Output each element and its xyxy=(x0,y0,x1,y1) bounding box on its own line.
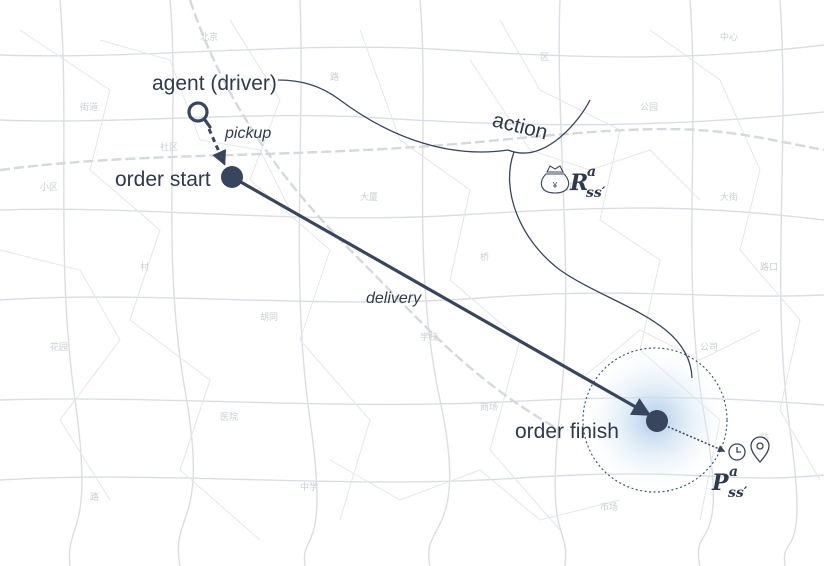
svg-text:中学: 中学 xyxy=(300,481,318,492)
reward-symbol-sup: a xyxy=(587,164,596,180)
location-pin-icon xyxy=(750,436,770,463)
svg-text:街道: 街道 xyxy=(80,101,98,112)
delivery-arrow xyxy=(231,175,652,416)
svg-text:学校: 学校 xyxy=(420,331,438,342)
svg-text:区: 区 xyxy=(540,52,549,62)
svg-text:社区: 社区 xyxy=(160,141,178,152)
clock-icon xyxy=(728,443,746,461)
svg-text:公园: 公园 xyxy=(640,102,658,112)
transition-arrow xyxy=(656,421,726,453)
order-start-node xyxy=(221,166,243,188)
svg-text:大厦: 大厦 xyxy=(360,191,378,202)
svg-text:胡同: 胡同 xyxy=(260,311,278,322)
magnifier-icon xyxy=(187,101,212,129)
transition-symbol-base: P xyxy=(711,470,730,496)
reward-symbol-sub: ss′ xyxy=(586,185,606,201)
pickup-label: pickup xyxy=(224,125,271,142)
pickup-arrow xyxy=(207,128,227,166)
money-bag-icon: ¥ xyxy=(540,165,570,194)
svg-text:路: 路 xyxy=(330,71,339,82)
svg-text:北京: 北京 xyxy=(200,31,218,42)
order-finish-label: order finish xyxy=(515,420,619,443)
reward-symbol-base: R xyxy=(569,170,588,196)
transition-symbol: P a ss′ xyxy=(711,464,748,501)
svg-text:中心: 中心 xyxy=(720,31,738,42)
order-finish-node xyxy=(646,410,668,432)
svg-text:医院: 医院 xyxy=(220,411,238,422)
svg-text:¥: ¥ xyxy=(552,181,558,190)
transition-symbol-sup: a xyxy=(729,464,738,480)
reward-symbol: R a ss′ xyxy=(569,164,606,201)
svg-text:公司: 公司 xyxy=(700,342,718,352)
svg-text:花园: 花园 xyxy=(50,341,68,352)
svg-text:村: 村 xyxy=(140,261,149,272)
svg-text:路: 路 xyxy=(90,491,99,502)
svg-text:市场: 市场 xyxy=(600,501,618,512)
svg-text:桥: 桥 xyxy=(480,251,489,262)
svg-text:小区: 小区 xyxy=(40,182,58,192)
order-start-label: order start xyxy=(115,168,211,191)
action-brace xyxy=(277,79,693,379)
delivery-label: delivery xyxy=(366,290,422,307)
svg-text:大厦: 大厦 xyxy=(560,181,578,192)
svg-text:大街: 大街 xyxy=(720,191,738,202)
transition-symbol-sub: ss′ xyxy=(728,485,748,501)
agent-label: agent (driver) xyxy=(152,72,277,95)
svg-text:站: 站 xyxy=(760,431,769,442)
svg-text:路口: 路口 xyxy=(760,261,778,272)
svg-text:商场: 商场 xyxy=(480,401,498,412)
